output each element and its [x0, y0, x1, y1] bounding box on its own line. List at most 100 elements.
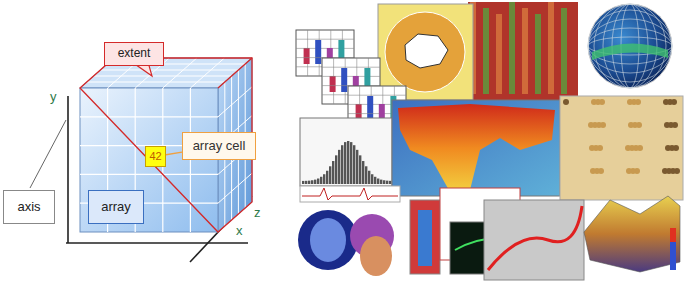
- sat-band: [561, 8, 567, 94]
- sat-band: [483, 8, 489, 94]
- sat-band: [496, 14, 502, 94]
- region-dot: [663, 99, 669, 105]
- extent-outline: [80, 58, 252, 232]
- axis-pointer: [30, 120, 66, 188]
- x-axis-line: [66, 242, 248, 244]
- terrain: [584, 196, 680, 272]
- array-label-box: array: [88, 190, 144, 224]
- histogram-bar: [317, 179, 319, 184]
- sat-band: [509, 2, 515, 94]
- sat-image: [468, 2, 578, 100]
- histogram-frame: [300, 118, 392, 186]
- histogram-bar: [365, 166, 367, 184]
- signal-trace: [302, 188, 398, 200]
- histogram-bar: [320, 177, 322, 184]
- signal-strip: [300, 186, 400, 202]
- brain-core: [310, 218, 346, 262]
- callout-box: axis: [3, 190, 55, 224]
- region-dot: [664, 122, 670, 128]
- terrain-scale-b: [670, 228, 676, 242]
- brain-scan: [298, 210, 358, 270]
- polar-ring: [385, 12, 465, 92]
- globe-grid: [588, 28, 672, 64]
- cube-grid: [190, 58, 224, 88]
- climate-land: [398, 104, 555, 192]
- sat-band: [522, 8, 528, 94]
- illustration-part: [30, 58, 252, 262]
- histogram-bar: [323, 174, 325, 184]
- histogram-bar: [356, 150, 358, 184]
- wire-bar: [330, 76, 336, 92]
- cube-grid: [163, 58, 197, 88]
- node-text: axis: [17, 200, 40, 214]
- extent-outline: [218, 58, 252, 88]
- region-dot: [563, 99, 569, 105]
- wall-sim-b: [418, 210, 432, 266]
- region-dot: [626, 168, 632, 174]
- histogram-bar: [308, 181, 310, 184]
- region-dot: [662, 168, 668, 174]
- histogram-bar: [377, 179, 379, 184]
- histogram-bar: [341, 145, 343, 184]
- cube-grid: [80, 174, 218, 175]
- globe-grid: [588, 10, 672, 82]
- wire-grid: [322, 76, 380, 77]
- histogram-bar: [374, 177, 376, 184]
- region-dot: [628, 122, 634, 128]
- illustration-part: [296, 2, 683, 280]
- wire-bar: [304, 48, 310, 64]
- histogram-bar: [314, 180, 316, 184]
- wire-grid: [296, 39, 354, 40]
- climate-sea: [392, 100, 560, 196]
- node-text: array cell: [193, 139, 246, 153]
- array-cell: 42: [145, 146, 166, 167]
- sat-band: [535, 14, 541, 94]
- region-dot: [588, 122, 594, 128]
- region-dot: [625, 145, 631, 151]
- histogram-bar: [368, 171, 370, 184]
- histogram-bar: [329, 166, 331, 184]
- node-text: array: [101, 200, 131, 214]
- cube-grid: [100, 70, 238, 71]
- cube-grid: [94, 76, 232, 77]
- histogram-bar: [362, 161, 364, 184]
- histogram-bar: [326, 171, 328, 184]
- wall-sim: [410, 200, 440, 274]
- histogram-bar: [380, 180, 382, 184]
- head-face: [360, 236, 392, 276]
- histogram-bar: [302, 181, 304, 184]
- wire-grid: [322, 67, 380, 68]
- globe: [588, 4, 672, 88]
- city-river: [488, 206, 582, 270]
- histogram-bar: [338, 150, 340, 184]
- histogram-bar: [359, 155, 361, 184]
- wire-bar: [315, 40, 321, 64]
- cube-grid: [190, 88, 191, 232]
- histogram-bar: [350, 142, 352, 184]
- region-dot: [590, 168, 596, 174]
- globe-grid: [588, 19, 672, 73]
- axis-label: x: [236, 224, 243, 237]
- histogram-bar: [353, 145, 355, 184]
- histogram-bar: [344, 142, 346, 184]
- histogram-bar: [383, 180, 385, 184]
- cube-grid: [87, 82, 225, 83]
- globe-band: [592, 43, 668, 60]
- city-map: [484, 200, 584, 280]
- histogram-bar: [389, 181, 391, 184]
- cube-grid: [80, 116, 218, 117]
- axis-label: z: [254, 206, 261, 219]
- region-dot: [627, 99, 633, 105]
- region-dot: [589, 145, 595, 151]
- histogram-bar: [311, 180, 313, 184]
- callout-box: array cell: [182, 132, 256, 160]
- leader-line: [166, 152, 182, 155]
- histogram-bar: [335, 155, 337, 184]
- histogram-bar: [347, 141, 349, 184]
- terrain-scale: [670, 228, 676, 270]
- histogram-bar: [371, 174, 373, 184]
- region-dot: [591, 99, 597, 105]
